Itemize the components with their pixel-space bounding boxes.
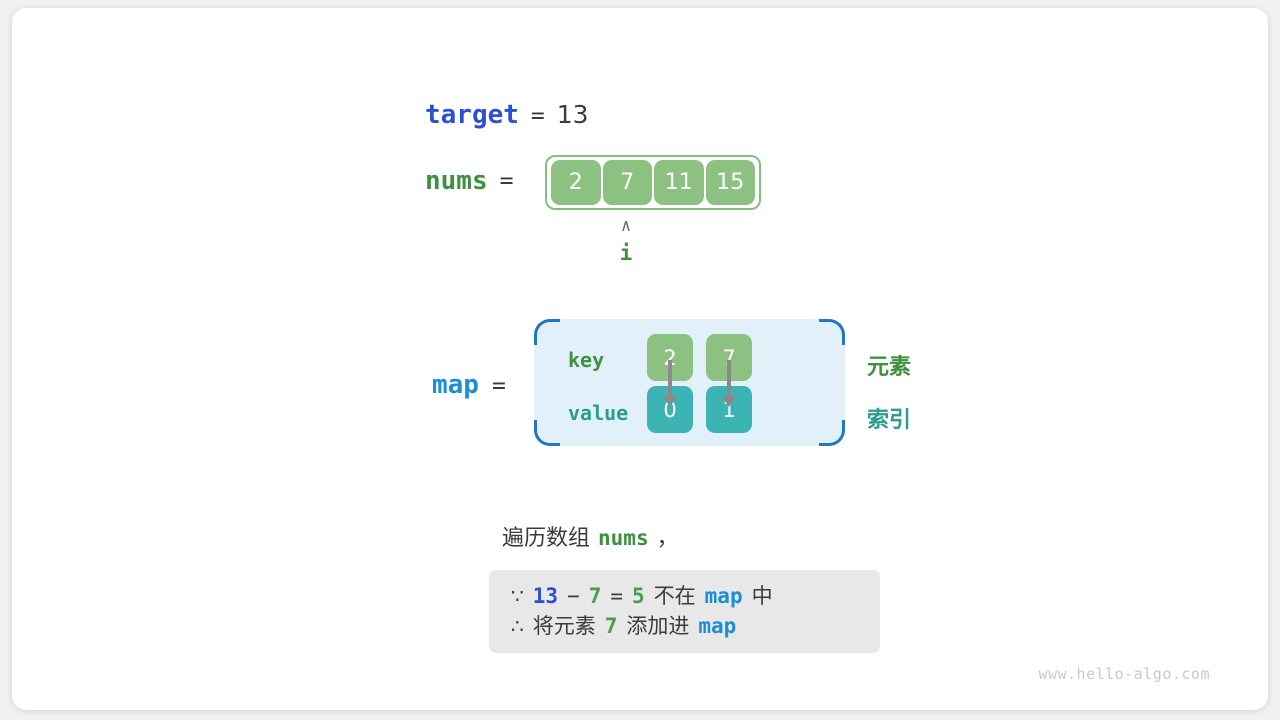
array-cell-3: 15 xyxy=(705,160,755,205)
note1-operand-b: 7 xyxy=(588,584,602,608)
explanation-line-2: ∴ 将元素 7 添加进 map xyxy=(511,611,858,641)
caption-suffix: ， xyxy=(656,526,679,551)
note2-middle-text: 添加进 xyxy=(626,614,690,638)
map-brace-bottom-right-icon xyxy=(819,420,845,446)
note1-operand-a: 13 xyxy=(532,584,559,608)
map-brace-top-right-icon xyxy=(819,319,845,345)
nums-declaration: nums = xyxy=(425,166,513,196)
diagram-card: target = 13 nums = 2 7 11 15 ∧ i map = xyxy=(12,8,1268,710)
because-symbol-icon: ∵ xyxy=(511,584,524,608)
index-label: 索引 xyxy=(867,408,912,433)
note2-map-ref: map xyxy=(698,614,737,638)
pointer-caret-icon: ∧ xyxy=(620,216,632,236)
note1-middle-text: 不在 xyxy=(653,584,696,608)
index-pointer: ∧ i xyxy=(597,216,655,266)
map-brace-bottom-left-icon xyxy=(534,420,560,446)
map-declaration: map = xyxy=(432,370,506,400)
map-side-labels: 元素 索引 xyxy=(867,319,987,446)
array-cell-1: 7 xyxy=(602,160,652,205)
note1-equals-sign: = xyxy=(610,584,623,608)
element-label: 元素 xyxy=(867,355,912,380)
note1-result: 5 xyxy=(632,584,645,608)
explanation-line-1: ∵ 13 − 7 = 5 不在 map 中 xyxy=(511,581,858,611)
map-arrow-head-1-icon xyxy=(722,396,736,407)
map-entry-0: 2 0 xyxy=(647,334,693,433)
array-cell-2: 11 xyxy=(654,160,704,205)
map-key-row-label: key xyxy=(568,348,605,372)
map-row-labels: key value xyxy=(568,319,638,446)
target-declaration: target = 13 xyxy=(425,100,589,130)
map-brace-top-left-icon xyxy=(534,319,560,345)
note2-value: 7 xyxy=(604,614,618,638)
map-entry-1: 7 1 xyxy=(706,334,752,433)
map-variable-name: map xyxy=(432,370,479,400)
note1-end-text: 中 xyxy=(751,584,773,608)
caption-prefix: 遍历数组 xyxy=(502,526,591,551)
note1-map-ref: map xyxy=(704,584,743,608)
caption-code: nums xyxy=(598,526,649,550)
nums-variable-name: nums xyxy=(425,166,488,196)
map-arrow-shaft-1-icon xyxy=(727,360,731,400)
target-equals-sign: = xyxy=(530,103,545,129)
note1-minus-sign: − xyxy=(567,584,580,608)
caption-text: 遍历数组 nums ， xyxy=(502,520,679,552)
map-value-row-label: value xyxy=(568,401,629,425)
pointer-label: i xyxy=(619,241,633,265)
therefore-symbol-icon: ∴ xyxy=(511,614,524,638)
map-arrow-shaft-0-icon xyxy=(668,360,672,400)
watermark: www.hello-algo.com xyxy=(1038,665,1210,683)
nums-equals-sign: = xyxy=(499,168,514,194)
explanation-box: ∵ 13 − 7 = 5 不在 map 中 ∴ 将元素 7 添加进 map xyxy=(489,570,880,653)
target-variable-name: target xyxy=(425,100,519,130)
map-key-box-0: 2 xyxy=(647,334,693,381)
target-value: 13 xyxy=(556,100,589,129)
map-equals-sign: = xyxy=(491,373,506,399)
array-cell-0: 2 xyxy=(551,160,601,205)
nums-array: 2 7 11 15 xyxy=(545,155,761,210)
note2-prefix-text: 将元素 xyxy=(532,614,596,638)
map-arrow-head-0-icon xyxy=(663,396,677,407)
